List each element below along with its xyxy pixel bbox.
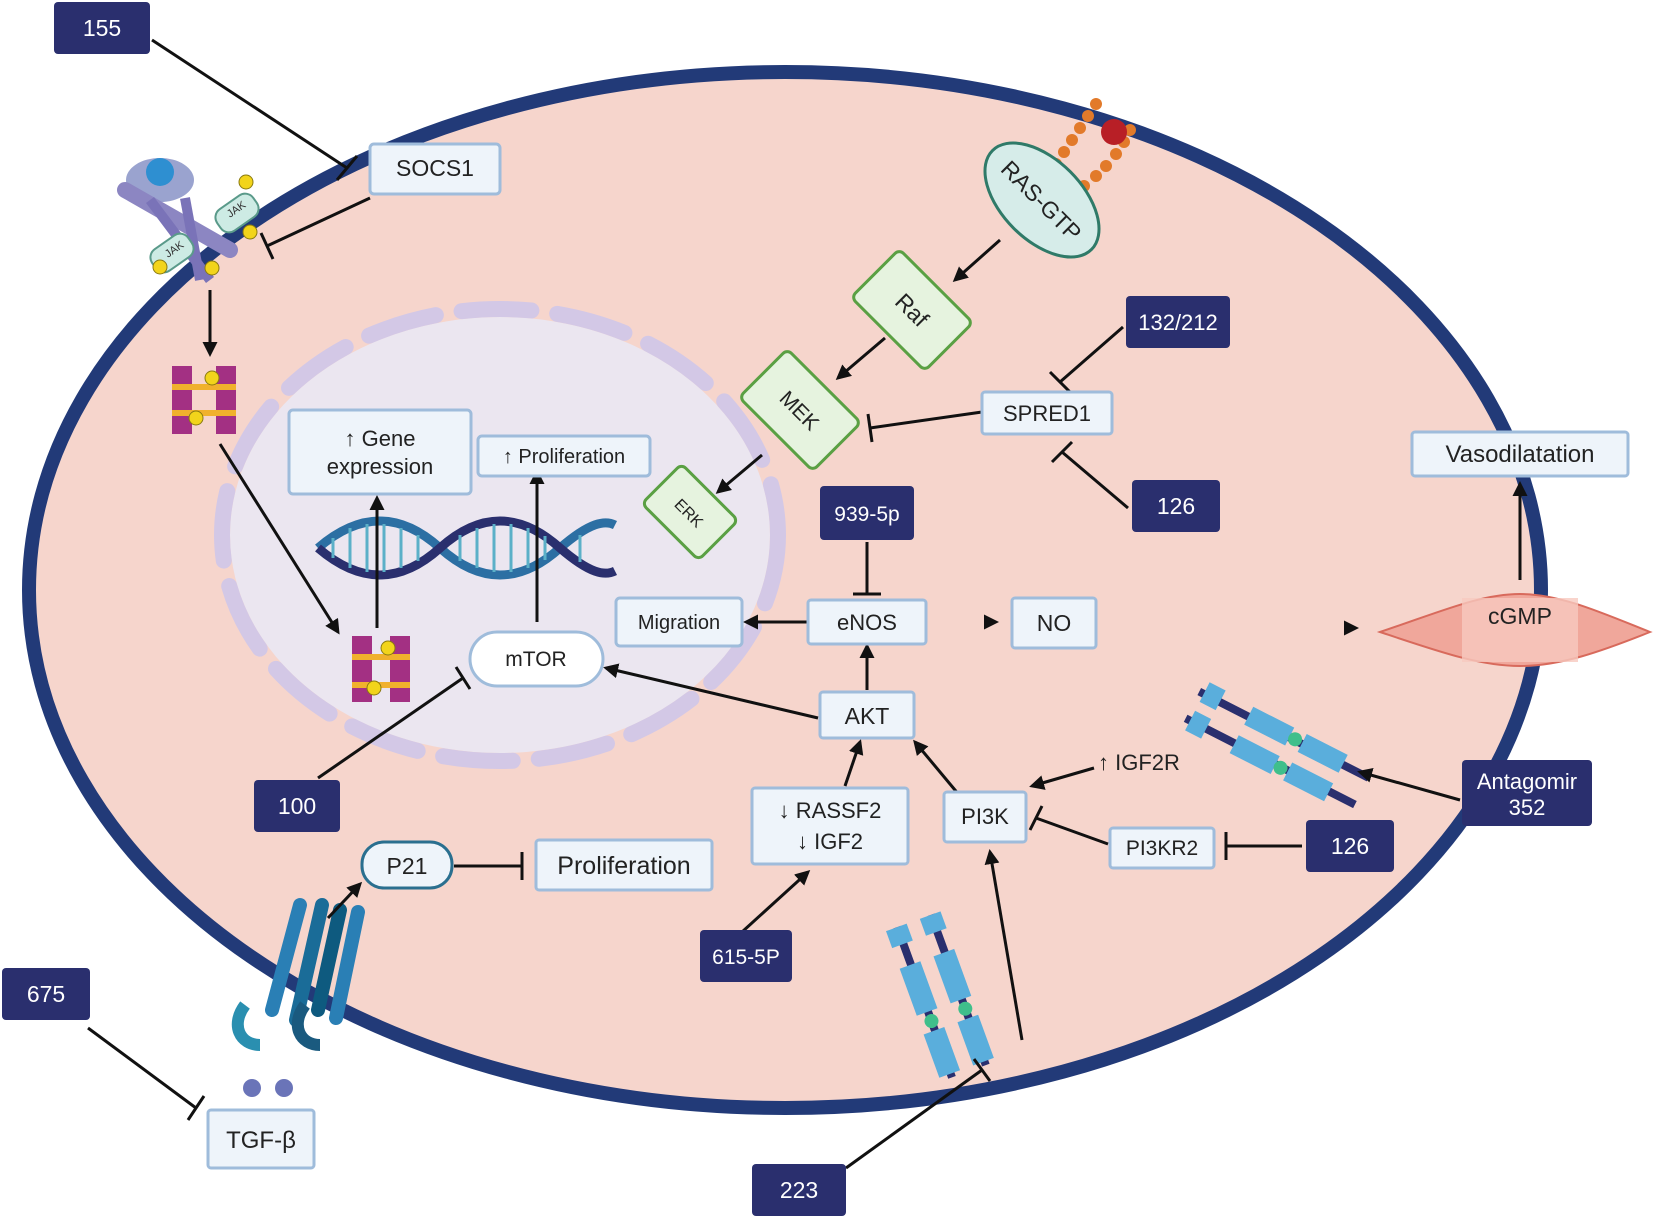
svg-text:Antagomir: Antagomir <box>1477 769 1577 794</box>
svg-text:615-5P: 615-5P <box>712 946 780 969</box>
pi3k-receptor-icon <box>885 911 994 1079</box>
node-tgf-beta: TGF-β <box>206 1108 316 1170</box>
node-migration: Migration <box>614 596 744 648</box>
node-gene-expression: ↑ Gene expression <box>287 408 473 496</box>
svg-text:Proliferation: Proliferation <box>557 852 690 880</box>
node-vasodilatation: Vasodilatation <box>1410 430 1630 478</box>
stat-dimer-icon <box>172 366 236 434</box>
node-raf: Raf <box>852 250 972 370</box>
mirna-223: 223 <box>752 1164 846 1216</box>
svg-text:cGMP: cGMP <box>1488 603 1552 629</box>
svg-text:223: 223 <box>780 1177 818 1203</box>
node-akt: AKT <box>818 690 916 740</box>
svg-text:↑ IGF2R: ↑ IGF2R <box>1098 750 1180 775</box>
node-proliferation-up: ↑ Proliferation <box>476 434 652 478</box>
node-no: NO <box>1010 596 1098 650</box>
svg-text:352: 352 <box>1509 795 1546 820</box>
svg-text:expression: expression <box>327 454 433 479</box>
node-erk: ERK <box>642 464 738 560</box>
svg-text:↓ RASSF2: ↓ RASSF2 <box>779 798 882 823</box>
dna-helix-icon <box>315 516 618 580</box>
svg-text:NO: NO <box>1037 610 1072 636</box>
svg-text:↑ Gene: ↑ Gene <box>345 426 416 451</box>
mirna-155: 155 <box>54 2 150 54</box>
svg-text:↓ IGF2: ↓ IGF2 <box>797 829 863 854</box>
svg-text:Vasodilatation: Vasodilatation <box>1446 441 1595 468</box>
svg-text:SOCS1: SOCS1 <box>396 155 474 181</box>
svg-text:132/212: 132/212 <box>1138 310 1218 335</box>
svg-text:PI3K: PI3K <box>961 804 1009 829</box>
svg-text:675: 675 <box>27 981 65 1007</box>
mirna-antagomir-352: Antagomir 352 <box>1462 760 1592 826</box>
node-socs1: SOCS1 <box>368 142 502 196</box>
node-pi3kr2: PI3KR2 <box>1108 826 1216 870</box>
svg-text:TGF-β: TGF-β <box>226 1127 296 1154</box>
svg-text:eNOS: eNOS <box>837 610 897 635</box>
node-cgmp: cGMP <box>1376 592 1653 668</box>
node-rassf2-igf2: ↓ RASSF2 ↓ IGF2 <box>750 786 910 866</box>
svg-text:126: 126 <box>1157 493 1195 519</box>
svg-text:Migration: Migration <box>638 612 720 634</box>
svg-text:939-5p: 939-5p <box>834 503 899 526</box>
node-proliferation: Proliferation <box>534 838 714 892</box>
node-p21: P21 <box>360 840 454 890</box>
mirna-132-212: 132/212 <box>1126 296 1230 348</box>
svg-text:126: 126 <box>1331 833 1369 859</box>
node-pi3k: PI3K <box>942 790 1028 844</box>
svg-text:SPRED1: SPRED1 <box>1003 401 1091 426</box>
svg-text:155: 155 <box>83 15 121 41</box>
mirna-126-top: 126 <box>1132 480 1220 532</box>
svg-text:mTOR: mTOR <box>505 648 566 671</box>
mirna-675: 675 <box>2 968 90 1020</box>
node-igf2r: ↑ IGF2R <box>1098 750 1180 775</box>
pathway-connectors <box>87 38 1528 1170</box>
svg-text:100: 100 <box>278 793 316 819</box>
igf2r-receptor-icon <box>1183 682 1371 809</box>
node-spred1: SPRED1 <box>980 390 1114 436</box>
node-mtor: mTOR <box>468 630 605 688</box>
mirna-100: 100 <box>254 780 340 832</box>
svg-text:AKT: AKT <box>845 703 890 729</box>
mirna-126-bottom: 126 <box>1306 820 1394 872</box>
phosphate-icon <box>152 174 258 276</box>
node-enos: eNOS <box>806 598 928 646</box>
stat-dimer-nuclear-icon <box>352 636 410 702</box>
svg-text:↑ Proliferation: ↑ Proliferation <box>503 446 625 468</box>
svg-text:P21: P21 <box>387 853 428 879</box>
svg-text:PI3KR2: PI3KR2 <box>1126 837 1198 860</box>
jak-receptor-icon: JAK JAK <box>117 158 260 283</box>
mirna-615-5p: 615-5P <box>700 930 792 982</box>
node-mek: MEK <box>740 350 860 470</box>
mirna-939-5p: 939-5p <box>820 486 914 540</box>
tgf-receptor-icon <box>231 898 365 1097</box>
